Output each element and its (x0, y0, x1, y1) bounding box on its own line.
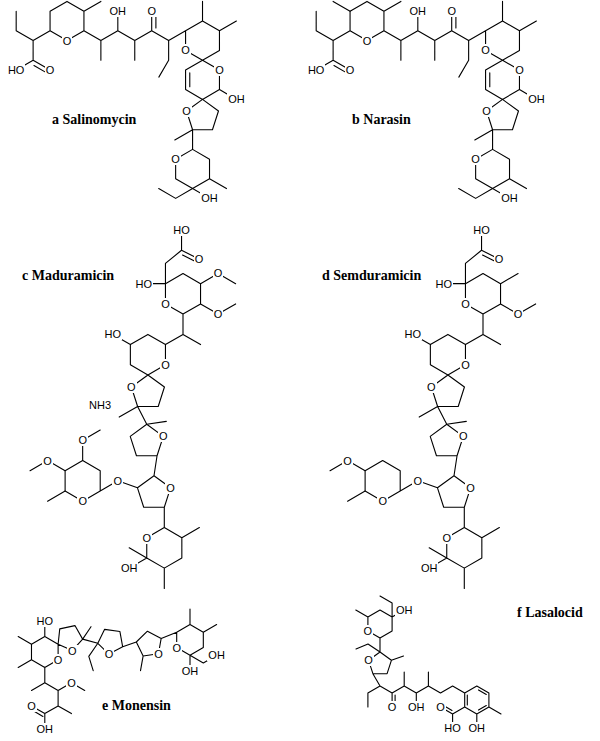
atom-label: O (465, 482, 476, 494)
atom-label: O (42, 455, 53, 467)
atom-label: O (62, 35, 73, 47)
narasin-structure (316, 1, 536, 198)
atom-label: OH (420, 562, 439, 574)
bond-lines (316, 1, 536, 198)
atom-label: O (345, 64, 356, 76)
atom-label: O (460, 298, 471, 310)
atom-label: O (470, 153, 481, 165)
atom-label: O (441, 532, 452, 544)
atom-label: OH (36, 723, 55, 735)
bond-lines (356, 596, 501, 728)
atom-label: O (435, 701, 446, 713)
salinomycin-structure (16, 1, 236, 198)
atom-label: O (153, 648, 164, 660)
compound-name: d Semduramicin (320, 268, 423, 283)
atom-label: O (77, 495, 88, 507)
atom-label: O (180, 44, 191, 56)
atom-label: O (45, 64, 56, 76)
atom-label: OH (407, 701, 426, 713)
atom-label: OH (395, 604, 414, 616)
atom-label: HO (435, 278, 454, 290)
atom-label: OH (409, 5, 428, 17)
atom-label: O (377, 495, 388, 507)
bond-lines (365, 230, 536, 588)
atom-label: O (513, 308, 524, 320)
atom-label: O (412, 475, 423, 487)
atom-label: O (342, 455, 353, 467)
atom-label: O (146, 5, 157, 17)
atom-label: O (363, 654, 374, 666)
atom-label: HO (36, 615, 55, 627)
monensin-structure (18, 609, 216, 729)
atom-label: O (160, 359, 171, 371)
bond-lines (330, 274, 518, 502)
atom-label: O (67, 645, 78, 657)
maduramicin-structure (30, 230, 236, 588)
atom-label: OH (468, 722, 487, 734)
lasalocid-structure (356, 596, 501, 728)
atom-label: O (26, 700, 37, 712)
atom-label: OH (120, 562, 139, 574)
atom-label: O (514, 64, 525, 76)
atom-label: OH (500, 192, 519, 204)
atom-label: OH (227, 93, 246, 105)
atom-label: OH (109, 5, 128, 17)
atom-label: OH (200, 192, 219, 204)
atom-label: O (77, 434, 88, 446)
atom-label: O (213, 308, 224, 320)
atom-label: OH (527, 93, 546, 105)
atom-label: O (446, 5, 457, 17)
atom-label: HO (7, 64, 26, 76)
atom-label: O (53, 654, 64, 666)
atom-label: O (66, 677, 77, 689)
atom-label: O (170, 153, 181, 165)
atom-label: O (481, 105, 492, 117)
atom-label: O (426, 381, 437, 393)
atom-label: O (141, 532, 152, 544)
atom-label: HO (472, 224, 491, 236)
atom-label: HO (104, 328, 123, 340)
atom-label: O (214, 64, 225, 76)
atom-label: HO (404, 328, 423, 340)
atom-label: O (126, 381, 137, 393)
atom-label: O (494, 253, 505, 265)
atom-label: O (213, 267, 224, 279)
atom-label: O (387, 701, 398, 713)
atom-label: O (112, 475, 123, 487)
atom-label: HO (443, 722, 462, 734)
atom-label: O (104, 648, 115, 660)
atom-label: O (158, 430, 169, 442)
bond-lines (16, 1, 236, 198)
bond-lines (30, 274, 236, 502)
compound-name: e Monensin (100, 698, 173, 713)
compound-name: a Salinomycin (50, 112, 138, 127)
atom-label: O (181, 105, 192, 117)
compound-name: b Narasin (350, 112, 413, 127)
atom-label: O (460, 359, 471, 371)
compound-name: c Maduramicin (20, 268, 116, 283)
atom-label: HO (135, 278, 154, 290)
atom-label: O (363, 625, 374, 637)
atom-label: HO (307, 64, 326, 76)
atom-label: O (160, 298, 171, 310)
atom-label: OH (181, 665, 200, 677)
bond-lines (65, 230, 236, 588)
atom-label: NH3 (88, 399, 112, 411)
atom-label: O (194, 253, 205, 265)
bond-lines (333, 1, 350, 11)
atom-label: O (362, 35, 373, 47)
atom-label: O (480, 44, 491, 56)
atom-label: OH (207, 649, 226, 661)
bond-lines (18, 609, 216, 729)
atom-label: HO (172, 224, 191, 236)
atom-label: O (458, 430, 469, 442)
atom-label: O (165, 482, 176, 494)
semduramicin-structure (330, 230, 536, 588)
atom-label: O (171, 642, 182, 654)
compound-name: f Lasalocid (515, 605, 585, 620)
